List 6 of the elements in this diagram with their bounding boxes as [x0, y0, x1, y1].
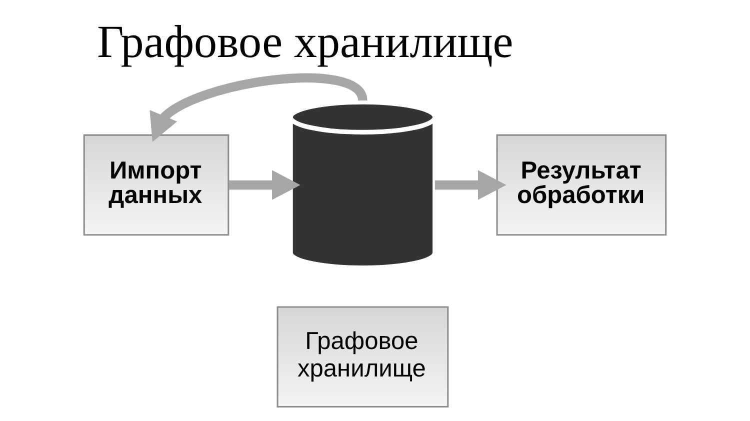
- arrow: [434, 170, 506, 200]
- arrow: [228, 170, 300, 200]
- node-box: Результат обработки: [496, 134, 667, 236]
- node-box: Графовое хранилище: [276, 306, 449, 408]
- node-box: Импорт данных: [83, 134, 230, 236]
- diagram-title: Графовое хранилище: [97, 16, 514, 68]
